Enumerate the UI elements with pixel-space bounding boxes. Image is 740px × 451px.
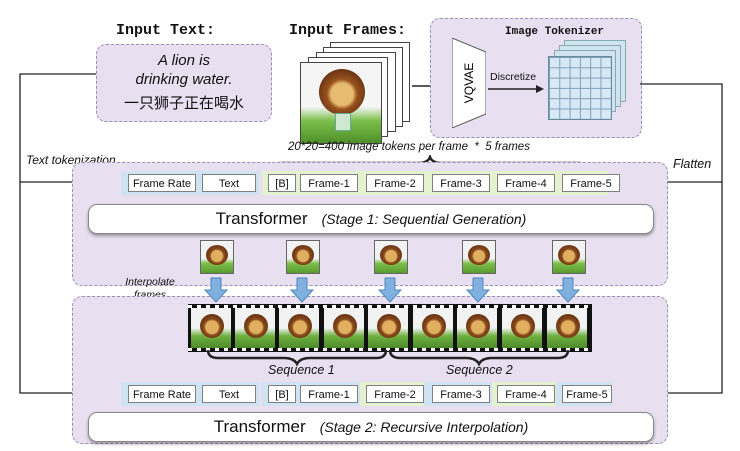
stage2-token-frame-2: Frame-2 [366,385,424,403]
discretize-arrow [488,85,544,93]
stage2-transformer-label: Transformer [213,417,306,436]
keyframe-2 [286,240,320,274]
discretize-label: Discretize [490,71,537,83]
stage2-transformer: Transformer (Stage 2: Recursive Interpola… [88,412,654,442]
stage2-subtitle: (Stage 2: Recursive Interpolation) [319,419,529,435]
stage1-subtitle: (Stage 1: Sequential Generation) [321,211,527,227]
stage2-token-frame-5: Frame-5 [562,385,612,403]
stage1-token-frame-3: Frame-3 [432,174,490,192]
input-text-line2: drinking water. [135,71,233,88]
keyframe-4 [462,240,496,274]
vqvae-label: VQVAE [462,63,476,103]
input-frames-heading: Input Frames: [289,22,407,39]
stage2-token-bos: [B] [268,385,296,403]
lion-frame-image [300,62,382,144]
stage1-transformer: Transformer (Stage 1: Sequential Generati… [88,204,654,234]
sequence-braces [206,349,570,367]
stage2-token-text: Text [202,385,256,403]
input-text-heading: Input Text: [116,22,216,39]
keyframe-5 [552,240,586,274]
sequence-1-label: Sequence 1 [268,363,335,377]
tokenizer-title: Image Tokenizer [505,26,605,38]
stage1-token-frame-5: Frame-5 [562,174,620,192]
input-text-line1: A lion is [158,52,210,69]
stage2-token-frame-4: Frame-4 [497,385,555,403]
vqvae-block: VQVAE [452,38,486,128]
stage1-token-bos: [B] [268,174,296,192]
stage1-token-text: Text [202,174,256,192]
frames-caption: 20*20=400 image tokens per frame * 5 fra… [288,141,530,153]
interpolated-film-strip [188,304,592,352]
stage1-token-frame-4: Frame-4 [497,174,555,192]
sequence-2-label: Sequence 2 [446,363,513,377]
stage1-transformer-label: Transformer [215,209,308,228]
input-frames-stack [300,42,420,144]
stage1-token-frame-1: Frame-1 [300,174,358,192]
input-text-line3: 一只狮子正在喝水 [123,94,244,112]
stage2-token-frame-1: Frame-1 [300,385,358,403]
interpolate-line1: Interpolate [125,276,175,288]
token-grid-cube [548,40,628,122]
flatten-label: Flatten [673,157,712,171]
stage1-token-frame-rate: Frame Rate [128,174,196,192]
stage2-token-frame-3: Frame-3 [432,385,490,403]
keyframe-3 [374,240,408,274]
keyframe-1 [200,240,234,274]
stage1-token-frame-2: Frame-2 [366,174,424,192]
stage2-token-frame-rate: Frame Rate [128,385,196,403]
input-text-box: A lion is drinking water. 一只狮子正在喝水 [96,44,272,122]
